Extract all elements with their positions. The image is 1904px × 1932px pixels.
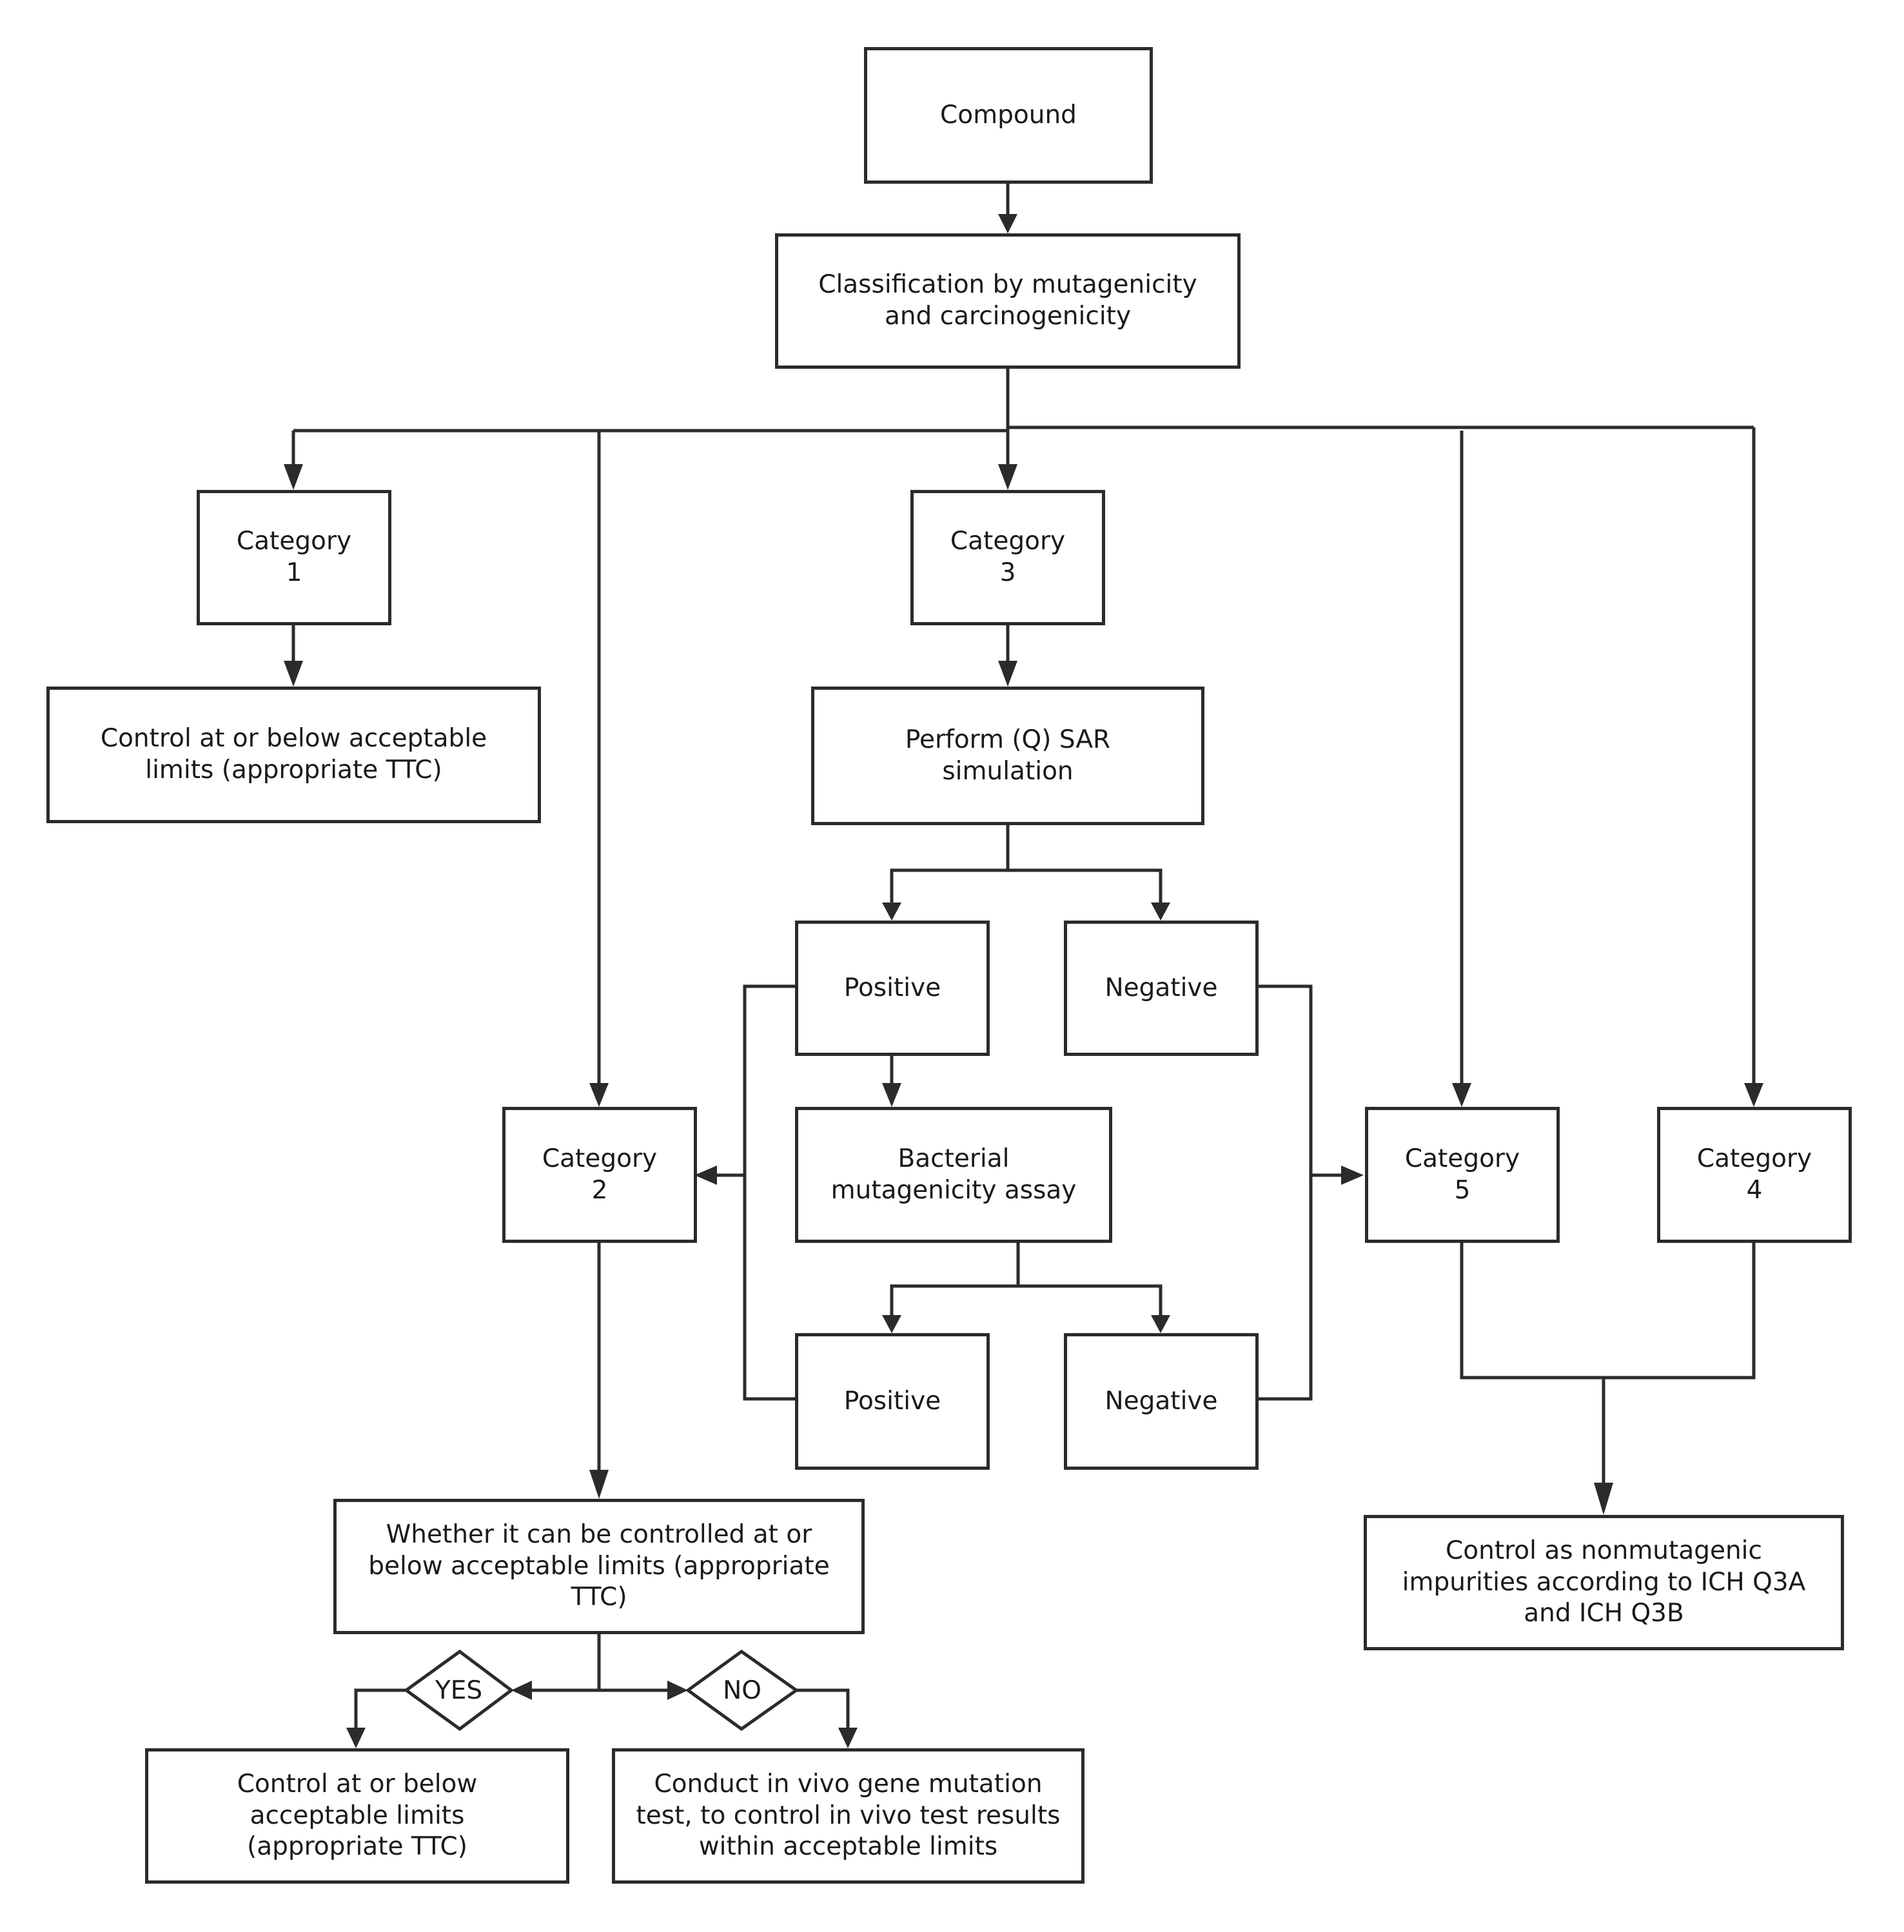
category5-box: Category 5 (1365, 1107, 1560, 1243)
no-diamond (685, 1649, 800, 1732)
yes-diamond (403, 1649, 515, 1732)
connector-no-invivo (796, 1688, 850, 1728)
arrowhead-bacterial-assay (882, 1083, 901, 1107)
arrowhead-nonmutagenic (1594, 1483, 1613, 1515)
in-vivo-box: Conduct in vivo gene mutation test, to c… (612, 1748, 1084, 1884)
classification-box: Classification by mutagenicity and carci… (775, 233, 1241, 369)
category2-box: Category 2 (502, 1107, 697, 1243)
negative-qsar-box: Negative (1064, 921, 1259, 1056)
arrowhead-category2 (589, 1083, 609, 1107)
arrowhead-category1 (284, 464, 303, 490)
arrowhead-control-ttc-top (284, 661, 303, 687)
in-vivo-label: Conduct in vivo gene mutation test, to c… (636, 1769, 1061, 1862)
arrowhead-positive-qsar (882, 903, 901, 921)
no-label: NO (723, 1675, 761, 1705)
connector-negatives-category5 (1257, 984, 1313, 1401)
control-nonmutagenic-label: Control as nonmutagenic impurities accor… (1402, 1536, 1806, 1628)
arrowhead-classification (998, 214, 1017, 233)
arrowhead-control-ttc-bottom (346, 1728, 366, 1748)
yes-label: YES (435, 1675, 483, 1705)
negative-assay-label: Negative (1104, 1386, 1218, 1416)
arrowhead-category5-side (1341, 1166, 1364, 1185)
qsar-label: Perform (Q) SAR simulation (905, 725, 1111, 786)
connector-qsar-split (890, 825, 1010, 903)
connector-positives-category2 (743, 984, 795, 1401)
arrowhead-in-vivo (838, 1728, 858, 1748)
control-ttc-top-label: Control at or below acceptable limits (a… (100, 724, 487, 785)
negative-assay-box: Negative (1064, 1333, 1259, 1470)
arrowhead-whether (589, 1470, 609, 1499)
arrowhead-category3 (998, 464, 1017, 490)
category1-box: Category 1 (197, 490, 391, 625)
arrowhead-negative-assay (1151, 1315, 1170, 1333)
whether-controlled-label: Whether it can be controlled at or below… (368, 1519, 830, 1612)
arrowhead-category2-side (694, 1166, 717, 1185)
arrowhead-negative-qsar (1151, 903, 1170, 921)
connector-assay-split (890, 1243, 1020, 1315)
bacterial-assay-label: Bacterial mutagenicity assay (830, 1144, 1077, 1205)
control-nonmutagenic-box: Control as nonmutagenic impurities accor… (1364, 1515, 1844, 1650)
positive-qsar-label: Positive (843, 973, 941, 1002)
category5-label: Category 5 (1404, 1144, 1520, 1205)
arrowhead-qsar (998, 661, 1017, 687)
category2-label: Category 2 (542, 1144, 658, 1205)
category4-box: Category 4 (1657, 1107, 1852, 1243)
connector-qsar-split-right (1008, 868, 1163, 903)
compound-label: Compound (940, 100, 1077, 130)
classification-label: Classification by mutagenicity and carci… (818, 270, 1197, 331)
positive-qsar-box: Positive (795, 921, 990, 1056)
arrowhead-no (667, 1681, 688, 1700)
connector-cat5-cat4-merge (1460, 1243, 1756, 1380)
qsar-box: Perform (Q) SAR simulation (811, 687, 1204, 825)
arrowhead-yes (511, 1681, 532, 1700)
arrowhead-category4 (1744, 1083, 1763, 1107)
category3-box: Category 3 (910, 490, 1105, 625)
arrowhead-positive-assay (882, 1315, 901, 1333)
positive-assay-label: Positive (843, 1386, 941, 1416)
connector-assay-split-right (1018, 1284, 1163, 1315)
category4-label: Category 4 (1696, 1144, 1812, 1205)
positive-assay-box: Positive (795, 1333, 990, 1470)
connector-yes-control (354, 1688, 406, 1728)
control-ttc-top-box: Control at or below acceptable limits (a… (46, 687, 541, 823)
control-ttc-bottom-label: Control at or below acceptable limits (a… (237, 1769, 478, 1862)
control-ttc-bottom-box: Control at or below acceptable limits (a… (145, 1748, 569, 1884)
compound-box: Compound (864, 47, 1153, 184)
category3-label: Category 3 (950, 527, 1066, 587)
negative-qsar-label: Negative (1104, 973, 1218, 1002)
bacterial-assay-box: Bacterial mutagenicity assay (795, 1107, 1112, 1243)
whether-controlled-box: Whether it can be controlled at or below… (333, 1499, 865, 1634)
category1-label: Category 1 (236, 527, 352, 587)
arrowhead-category5 (1452, 1083, 1471, 1107)
